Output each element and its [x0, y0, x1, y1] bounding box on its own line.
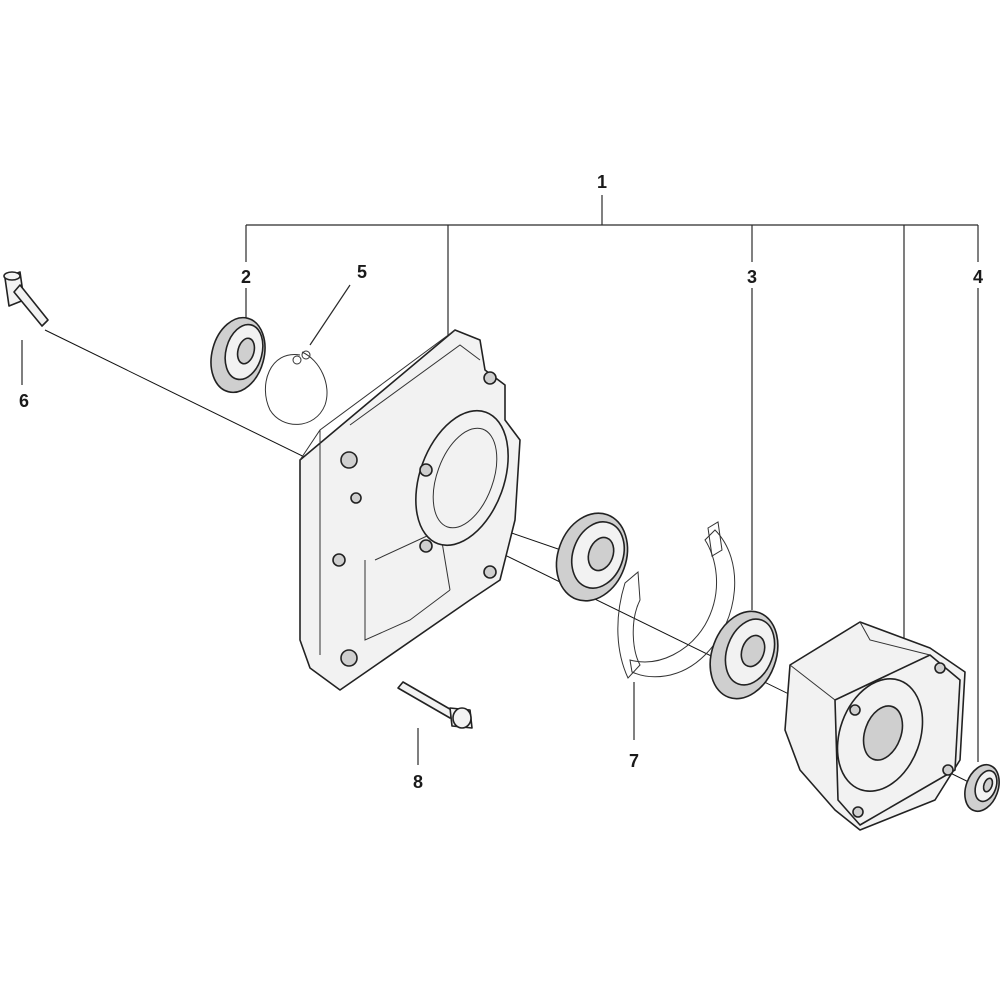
callout-label-4: 4	[973, 267, 983, 287]
callout-label-3: 3	[747, 267, 757, 287]
callout-label-2: 2	[241, 267, 251, 287]
crankcase-housing	[299, 329, 521, 691]
ball-bearing-middle	[555, 512, 629, 602]
leader-lines	[21, 284, 979, 765]
circlip	[265, 350, 328, 425]
oil-seal-left	[210, 316, 266, 394]
oil-seal-right	[964, 763, 1000, 813]
crankcase-right-half	[784, 621, 966, 831]
gasket	[617, 521, 736, 679]
callout-label-5: 5	[357, 262, 367, 282]
screw-bottom	[397, 681, 473, 729]
ball-bearing-right	[709, 610, 779, 700]
callout-labels: 1 2 3 4 5 6 7 8	[19, 172, 983, 792]
callout-label-6: 6	[19, 391, 29, 411]
callout-1-bracket	[245, 195, 979, 640]
callout-label-7: 7	[629, 751, 639, 771]
screw-top	[3, 271, 49, 327]
callout-label-1: 1	[597, 172, 607, 192]
callout-label-8: 8	[413, 772, 423, 792]
